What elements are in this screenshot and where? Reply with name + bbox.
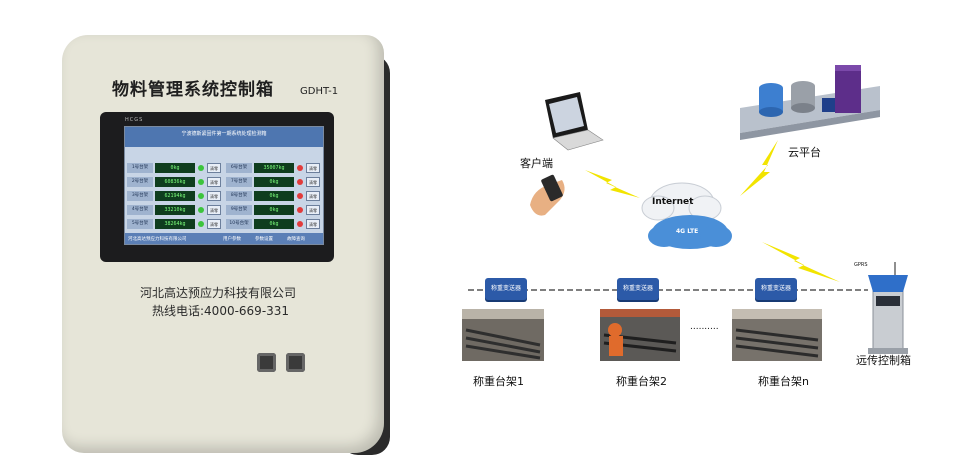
screen-row-label: 4号台架	[127, 205, 153, 215]
transmitter-label: 称重变送器	[622, 285, 653, 292]
screen-row-value: 35007kg	[254, 163, 294, 173]
cloud-platform-label: 云平台	[788, 146, 821, 159]
screen-row-value: 0kg	[254, 205, 294, 215]
rack-photo-n	[732, 309, 822, 361]
screen-row: 6号台架 35007kg 清零	[224, 163, 322, 173]
control-box-model: GDHT-1	[300, 86, 339, 97]
client-label: 客户端	[520, 157, 553, 170]
screen-row-value: 0kg	[254, 219, 294, 229]
screen-row-value: 38264kg	[155, 219, 195, 229]
screen-row-value: 33210kg	[155, 205, 195, 215]
status-dot	[297, 179, 303, 185]
screen-row-label: 10号台架	[226, 219, 252, 229]
screen-footer: 河北高达预应力科技有限公司 用户参数 参数设置 故障查询	[125, 233, 323, 244]
screen-row-value: 0kg	[155, 163, 195, 173]
screen-row: 7号台架 0kg 清零	[224, 177, 322, 187]
status-dot	[198, 179, 204, 185]
screen-row: 10号台架 0kg 清零	[224, 219, 322, 229]
screen-row: 9号台架 0kg 清零	[224, 205, 322, 215]
lightning-icon	[762, 242, 840, 282]
screen-row: 8号台架 0kg 清零	[224, 191, 322, 201]
status-dot	[297, 193, 303, 199]
screen-row-value: 60836kg	[155, 177, 195, 187]
rack-label-2: 称重台架2	[616, 375, 667, 388]
weighing-transmitter-n: 称重变送器	[755, 278, 797, 300]
lightning-icon	[585, 170, 640, 198]
screen-row-label: 6号台架	[226, 163, 252, 173]
screen-tab-fault-query[interactable]: 故障查询	[287, 237, 305, 242]
status-dot	[198, 193, 204, 199]
phone-icon	[530, 174, 565, 216]
switch-button-1[interactable]	[257, 353, 276, 372]
reset-button[interactable]: 清零	[306, 219, 320, 229]
rack-photo-2	[600, 309, 680, 361]
status-dot	[297, 221, 303, 227]
touch-screen[interactable]: 宁波德斯紧固件第一期系统处理检测箱 1号台架 0kg 清零 2号台架 60836…	[124, 126, 324, 245]
lte-label: 4G LTE	[676, 228, 699, 235]
weighing-transmitter-2: 称重变送器	[617, 278, 659, 300]
remote-box-label: 远传控制箱	[856, 354, 911, 367]
screen-row: 1号台架 0kg 清零	[125, 163, 223, 173]
switch-button-2[interactable]	[286, 353, 305, 372]
screen-header-text: 宁波德斯紧固件第一期系统处理检测箱	[181, 131, 267, 137]
screen-row: 2号台架 60836kg 清零	[125, 177, 223, 187]
screen-row-label: 3号台架	[127, 191, 153, 201]
screen-header: 宁波德斯紧固件第一期系统处理检测箱	[125, 127, 323, 147]
control-box-title: 物料管理系统控制箱	[112, 80, 274, 100]
screen-footer-company: 河北高达预应力科技有限公司	[128, 237, 187, 242]
reset-button[interactable]: 清零	[207, 163, 221, 173]
reset-button[interactable]: 清零	[306, 177, 320, 187]
status-dot	[198, 207, 204, 213]
bezel-logo: HCGS	[125, 117, 144, 123]
screen-row-label: 5号台架	[127, 219, 153, 229]
weighing-transmitter-1: 称重变送器	[485, 278, 527, 300]
reset-button[interactable]: 清零	[306, 205, 320, 215]
reset-button[interactable]: 清零	[306, 163, 320, 173]
screen-row: 3号台架 62194kg 清零	[125, 191, 223, 201]
rack-photo-1	[462, 309, 544, 361]
reset-button[interactable]: 清零	[306, 191, 320, 201]
screen-row-label: 8号台架	[226, 191, 252, 201]
company-name: 河北高达预应力科技有限公司	[140, 286, 297, 300]
rack-label-n: 称重台架n	[758, 375, 809, 388]
remote-box-icon	[868, 262, 908, 354]
transmitter-label: 称重变送器	[490, 285, 521, 292]
screen-tab-user-params[interactable]: 用户参数	[223, 237, 241, 242]
hotline: 热线电话:4000-669-331	[152, 304, 290, 318]
cloud-platform-icon	[740, 65, 880, 140]
screen-row: 4号台架 33210kg 清零	[125, 205, 223, 215]
screen-row: 5号台架 38264kg 清零	[125, 219, 223, 229]
laptop-icon	[545, 92, 604, 151]
screen-tab-settings[interactable]: 参数设置	[255, 237, 273, 242]
screen-row-label: 1号台架	[127, 163, 153, 173]
status-dot	[297, 165, 303, 171]
reset-button[interactable]: 清零	[207, 205, 221, 215]
screen-row-value: 62194kg	[155, 191, 195, 201]
screen-row-label: 2号台架	[127, 177, 153, 187]
screen-row-value: 0kg	[254, 191, 294, 201]
transmitter-label: 称重变送器	[760, 285, 791, 292]
status-dot	[297, 207, 303, 213]
reset-button[interactable]: 清零	[207, 191, 221, 201]
screen-row-label: 7号台架	[226, 177, 252, 187]
screen-row-value: 0kg	[254, 177, 294, 187]
status-dot	[198, 165, 204, 171]
reset-button[interactable]: 清零	[207, 177, 221, 187]
status-dot	[198, 221, 204, 227]
lightning-icon	[740, 140, 778, 196]
internet-label: Internet	[652, 197, 694, 207]
reset-button[interactable]: 清零	[207, 219, 221, 229]
ellipsis-dots: ..........	[690, 322, 719, 332]
internet-cloud-icon	[641, 182, 732, 249]
screen-row-label: 9号台架	[226, 205, 252, 215]
gprs-label: GPRS	[854, 262, 868, 268]
rack-label-1: 称重台架1	[473, 375, 524, 388]
